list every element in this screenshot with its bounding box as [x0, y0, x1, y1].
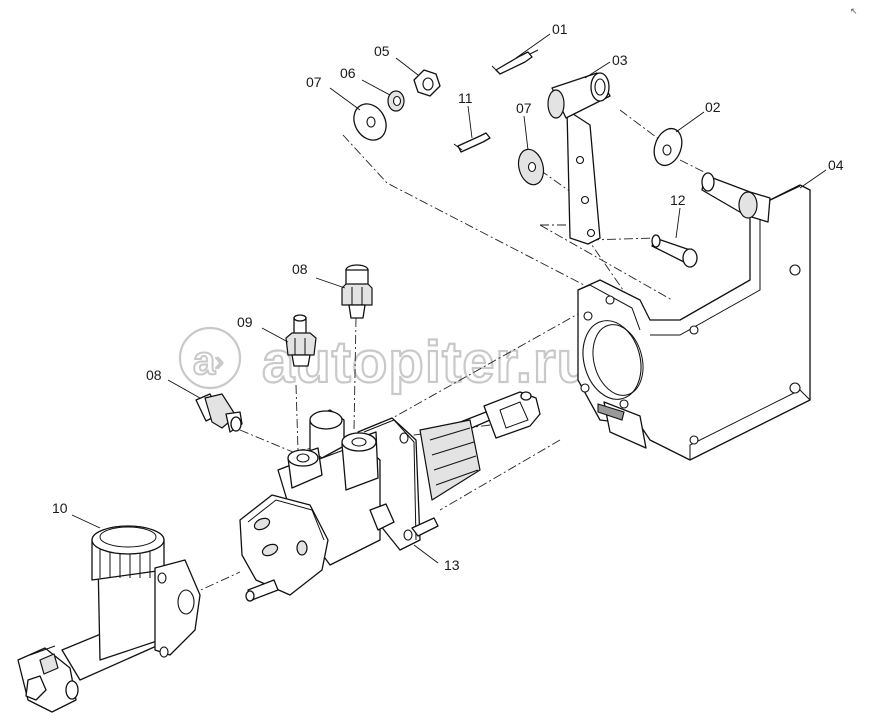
svg-text:›: › — [215, 346, 224, 376]
label-part-06: 06 — [340, 65, 356, 81]
part-08-fitting-top — [341, 264, 373, 319]
part-04-bracket — [577, 172, 811, 461]
label-part-03: 03 — [612, 52, 628, 68]
part-05-nut — [413, 69, 441, 97]
label-part-12: 12 — [670, 192, 686, 208]
label-part-01: 01 — [552, 21, 568, 37]
part-11-split-pin — [453, 132, 491, 153]
part-09-nipple — [285, 314, 317, 367]
label-part-05: 05 — [374, 43, 390, 59]
part-12-pin — [651, 234, 698, 268]
label-part-10: 10 — [52, 500, 68, 516]
svg-text:a: a — [193, 339, 216, 383]
corner-mark: ↖ — [850, 6, 858, 16]
part-labels: 01 02 03 04 05 06 07 07 08 08 09 10 11 1… — [52, 21, 844, 573]
part-13-cylinder-assembly — [239, 391, 541, 602]
label-part-09: 09 — [237, 314, 253, 330]
part-03-lever — [547, 72, 611, 245]
part-02-washer — [653, 127, 683, 167]
label-part-11: 11 — [458, 90, 473, 106]
leader-lines — [71, 33, 827, 564]
label-part-04: 04 — [828, 157, 844, 173]
part-06-washer — [387, 90, 405, 112]
part-01-split-pin — [491, 49, 539, 75]
watermark: a › autopiter.ru — [178, 326, 593, 396]
part-10-reservoir-cylinder — [17, 525, 201, 713]
label-part-07-left: 07 — [306, 74, 322, 90]
label-part-13: 13 — [444, 557, 460, 573]
part-07-washer-left — [353, 103, 387, 141]
part-08-fitting-left — [195, 393, 243, 433]
part-07-washer-middle — [517, 148, 545, 186]
label-part-08-left: 08 — [146, 367, 162, 383]
label-part-07-middle: 07 — [516, 100, 532, 116]
label-part-08-top: 08 — [292, 261, 308, 277]
label-part-02: 02 — [705, 99, 721, 115]
